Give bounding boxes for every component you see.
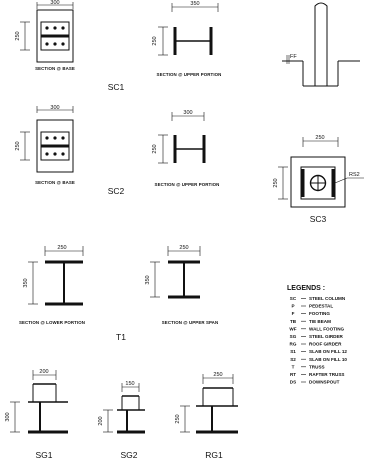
legend-code: SC [290, 296, 297, 301]
legend-code: WF [289, 326, 296, 331]
t1-lower-section: 250 350 SECTION @ LOWER PORTION [19, 245, 85, 325]
t1-lower-caption: SECTION @ LOWER PORTION [19, 320, 85, 325]
t1-upper-height-dim: 350 [145, 275, 151, 284]
legend-code: SG [290, 334, 297, 339]
sc1-base-section: 300 250 SECTION @ BASE [15, 0, 75, 71]
legend: LEGENDS : SC STEEL COLUMN P PEDESTAL F FOOTIN… [287, 285, 347, 385]
sc2-upper-section: 300 250 SECTION @ UPPER PORTION [152, 110, 219, 187]
sc1-base-height-dim: 250 [15, 31, 21, 40]
legend-description: DOWNSPOUT [309, 380, 340, 385]
legend-code: TB [290, 319, 297, 324]
sc1-upper-width-dim: 350 [190, 1, 199, 7]
legend-description: TIE BEAM [309, 319, 331, 324]
sc3-callout: RS2 [349, 172, 360, 178]
sc1-elevation-ff-label: FF [290, 54, 297, 60]
sc1-upper-caption: SECTION @ UPPER PORTION [157, 72, 222, 77]
legend-description: STEEL GIRDER [309, 334, 344, 339]
rg1-section: 250 250 [175, 372, 238, 434]
legend-title: LEGENDS : [287, 285, 325, 292]
sc1-base-width-dim: 300 [50, 0, 59, 6]
sg1-tag: SG1 [35, 450, 52, 460]
sg2-section: 150 200 [98, 381, 145, 434]
sc1-upper-height-dim: 250 [152, 36, 158, 45]
t1-lower-width-dim: 250 [57, 245, 66, 251]
legend-code: S2 [290, 357, 296, 362]
legend-code: T [292, 364, 295, 369]
sc2-upper-height-dim: 250 [152, 144, 158, 153]
sc1-column-elevation: FF [282, 2, 360, 87]
legend-code: F [292, 311, 295, 316]
sc3-width-dim: 250 [315, 135, 324, 141]
legend-description: SLAB ON FILL 12 [309, 349, 347, 354]
legend-description: PEDESTAL [309, 304, 333, 309]
t1-lower-height-dim: 350 [23, 278, 29, 287]
sg1-section: 200 300 [5, 369, 68, 434]
legend-description: ROOF GIRDER [309, 342, 342, 347]
sg1-width-dim: 200 [39, 369, 48, 375]
rg1-height-dim: 250 [175, 414, 181, 423]
legend-items: SC STEEL COLUMN P PEDESTAL F FOOTING TB TIE BEA… [289, 296, 347, 385]
legend-code: P [291, 304, 294, 309]
rg1-width-dim: 250 [213, 372, 222, 378]
sg2-width-dim: 150 [125, 381, 134, 387]
legend-description: TRUSS [309, 364, 325, 369]
sc3-height-dim: 250 [273, 178, 279, 187]
t1-upper-caption: SECTION @ UPPER SPAN [162, 320, 218, 325]
sc2-base-section: 300 250 SECTION @ BASE [15, 105, 75, 185]
legend-code: S1 [290, 349, 296, 354]
sg1-height-dim: 300 [5, 412, 11, 421]
sc3-tag: SC3 [310, 214, 327, 224]
legend-description: STEEL COLUMN [309, 296, 346, 301]
legend-code: RT [290, 372, 296, 377]
sc2-upper-width-dim: 300 [183, 110, 192, 116]
legend-description: WALL FOOTING [309, 326, 345, 331]
t1-upper-width-dim: 250 [179, 245, 188, 251]
t1-tag: T1 [116, 332, 126, 342]
legend-code: RG [290, 342, 297, 347]
sc2-base-height-dim: 250 [15, 141, 21, 150]
sc1-upper-section: 350 250 SECTION @ UPPER PORTION [152, 1, 221, 77]
sc1-base-caption: SECTION @ BASE [35, 66, 75, 71]
legend-description: SLAB ON FILL 10 [309, 357, 347, 362]
sc2-tag: SC2 [108, 186, 125, 196]
legend-description: FOOTING [309, 311, 330, 316]
sc2-upper-caption: SECTION @ UPPER PORTION [155, 182, 220, 187]
legend-code: DS [290, 380, 296, 385]
sc1-tag: SC1 [108, 82, 125, 92]
sc2-base-width-dim: 300 [50, 105, 59, 111]
rg1-tag: RG1 [205, 450, 223, 460]
legend-description: RAFTER TRUSS [309, 372, 344, 377]
sc3-base-plate-detail: 250 250 RS2 [273, 135, 364, 208]
sc2-base-caption: SECTION @ BASE [35, 180, 75, 185]
sg2-tag: SG2 [120, 450, 137, 460]
sg2-height-dim: 200 [98, 416, 104, 425]
t1-upper-section: 250 350 SECTION @ UPPER SPAN [145, 245, 218, 325]
